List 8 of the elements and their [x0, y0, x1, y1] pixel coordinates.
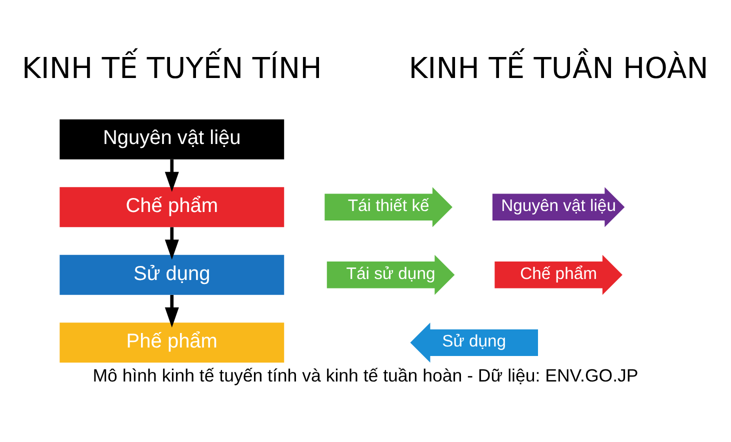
arrow	[164, 227, 179, 260]
node-box: Phế phẩm	[60, 322, 284, 363]
node-box: Chế phẩm	[60, 187, 284, 228]
node-box: Nguyên vật liệu	[60, 119, 284, 160]
arrow	[164, 294, 179, 328]
node-box: Sử dụng	[60, 254, 284, 295]
arrow	[164, 159, 179, 192]
caption: Mô hình kinh tế tuyến tính và kinh tế tuần hoàn - Dữ liệu: ENV.GO.JP	[92, 365, 638, 386]
